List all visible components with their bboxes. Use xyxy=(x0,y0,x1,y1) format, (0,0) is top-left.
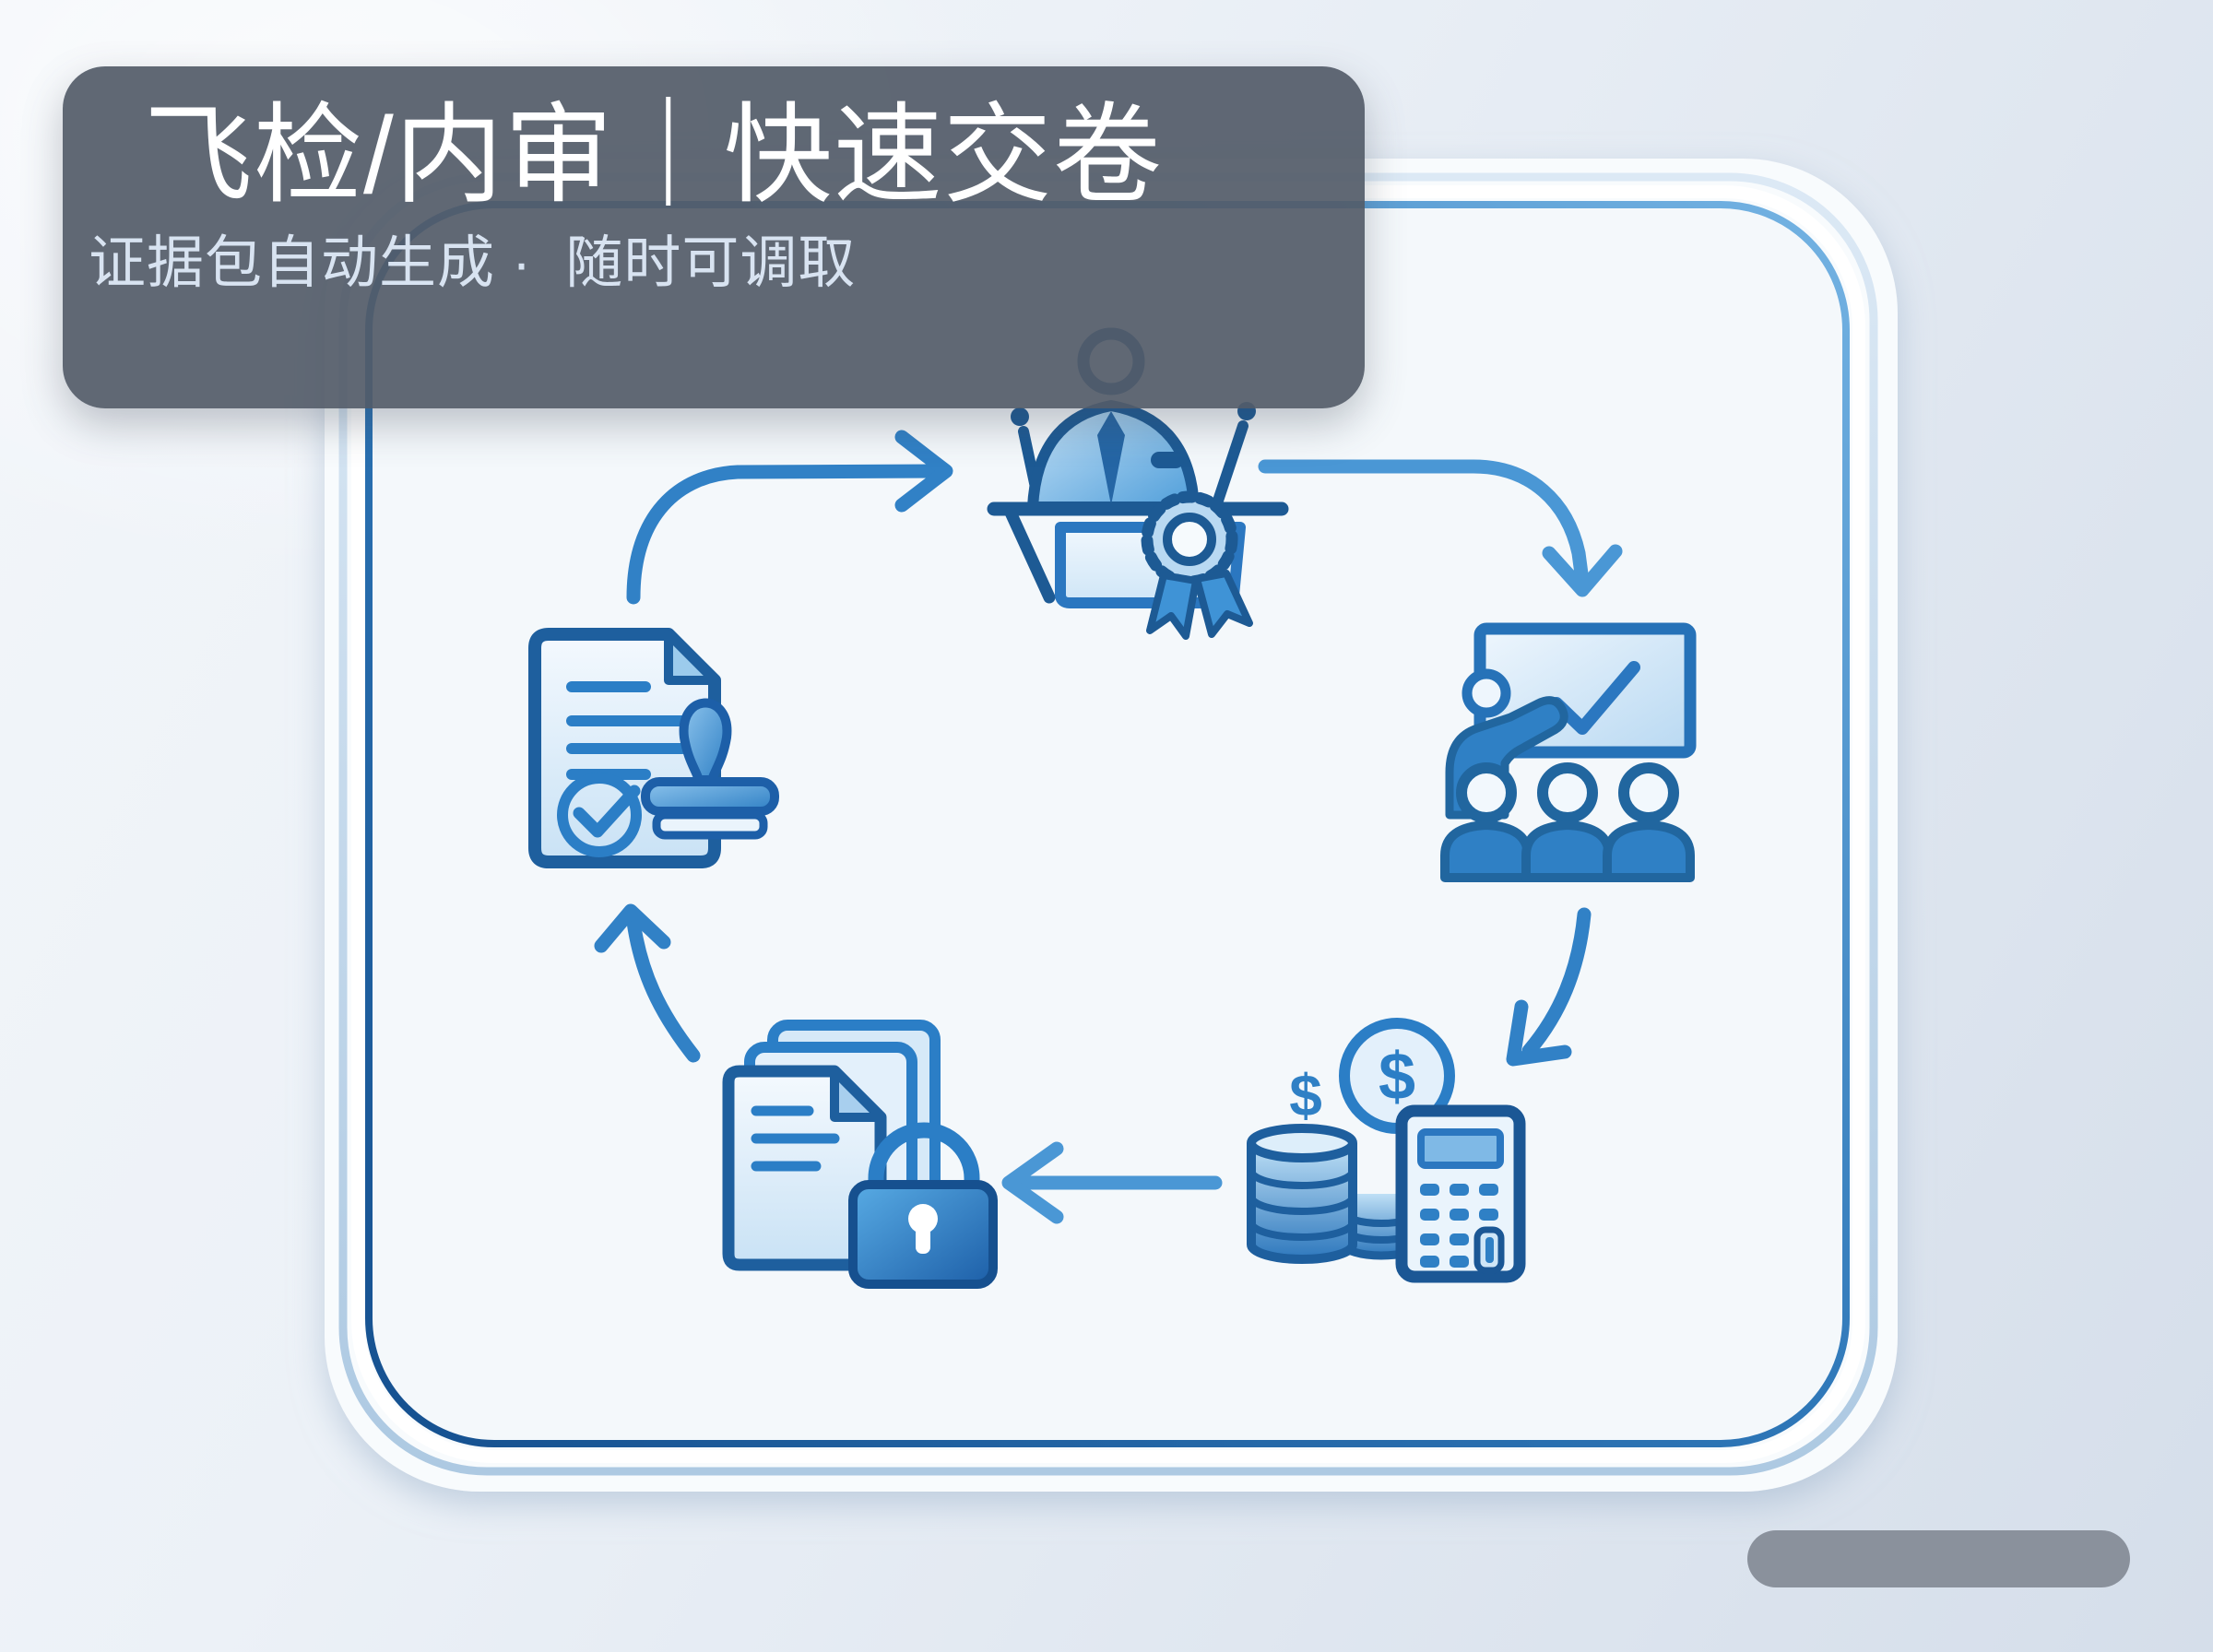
arrow-podium-to-training-icon xyxy=(1258,459,1623,597)
arrow-docs-to-stamp-icon xyxy=(594,903,701,1063)
audience xyxy=(1440,762,1695,882)
rubber-stamp xyxy=(641,698,779,840)
folded-corner xyxy=(830,1067,885,1122)
folded-corner xyxy=(664,630,719,685)
lock-shackle xyxy=(868,1122,980,1198)
arrow-stamp-to-podium-icon xyxy=(626,430,953,605)
title-banner: 飞检/内审｜快速交卷 证据包自动生成 · 随时可调取 xyxy=(63,66,1365,408)
padlock xyxy=(848,1122,998,1289)
watermark-pill xyxy=(1747,1530,2130,1587)
coin-dollar-symbol: $ xyxy=(1379,1040,1415,1114)
cost-accounting-icon: $ $ xyxy=(1247,1018,1526,1283)
keyhole xyxy=(908,1204,938,1233)
stamp-handle xyxy=(679,698,732,785)
check-circle xyxy=(557,773,642,857)
evidence-docs-lock-icon xyxy=(722,1020,998,1289)
banner-subtitle: 证据包自动生成 · 随时可调取 xyxy=(89,230,857,295)
dollar-symbol: $ xyxy=(1289,1062,1322,1128)
calculator-screen xyxy=(1417,1128,1504,1169)
approved-report-stamp-icon xyxy=(528,628,779,868)
banner-title: 飞检/内审｜快速交卷 xyxy=(144,95,1163,217)
award-rosette xyxy=(1141,490,1253,640)
training-session-icon xyxy=(1440,622,1697,882)
stamp-base xyxy=(641,777,779,816)
presenter-head xyxy=(1462,668,1511,718)
arrow-training-to-accounting-icon xyxy=(1506,907,1592,1067)
calculator xyxy=(1395,1104,1526,1283)
stamp-foot xyxy=(652,810,768,840)
arrow-accounting-to-docs-icon xyxy=(1001,1141,1223,1224)
